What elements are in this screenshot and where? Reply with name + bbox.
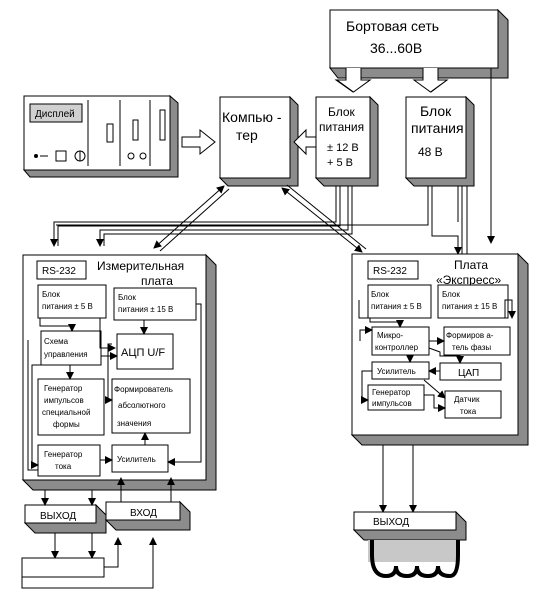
psu12-line3: ± 12 В xyxy=(327,142,359,154)
express-io-connections xyxy=(379,445,417,513)
display-label: Дисплей xyxy=(35,109,75,120)
express-board-title-1: Плата xyxy=(454,258,488,272)
express-amplifier: Усилитель xyxy=(377,367,416,376)
psu-48v-block: Блок питания 48 В xyxy=(404,95,475,187)
express-current-sensor-2: тока xyxy=(460,407,477,416)
psu48-line1: Блок xyxy=(420,103,452,119)
measure-psu15-line2: питания ± 15 В xyxy=(118,305,173,314)
computer-to-express-link xyxy=(281,184,367,253)
express-psu5-line1: Блок xyxy=(371,290,389,299)
measure-psu5-line1: Блок xyxy=(42,290,60,299)
psu48-line2: питания xyxy=(411,120,464,136)
measure-input-label: ВХОД xyxy=(130,508,157,519)
measure-board: Измерительная плата RS-232 Блок питания … xyxy=(21,253,217,491)
measure-board-title-1: Измерительная xyxy=(97,259,184,273)
measure-psu15-line1: Блок xyxy=(118,293,136,302)
express-pulse-gen-1: Генератор xyxy=(372,388,411,397)
measure-pulse-gen-1: Генератор xyxy=(44,384,83,393)
express-coil-load xyxy=(368,540,460,579)
psu12-line4: + 5 В xyxy=(327,157,353,169)
psu48-to-express-lines xyxy=(56,186,468,255)
express-psu15-line1: Блок xyxy=(442,290,460,299)
express-current-sensor-1: Датчик xyxy=(454,395,480,404)
express-rs232: RS-232 xyxy=(373,266,407,277)
psu12-to-computer-arrow xyxy=(293,128,317,156)
monitor-to-computer-arrow xyxy=(181,128,216,156)
measure-rs232: RS-232 xyxy=(42,266,76,277)
computer-to-measure-link xyxy=(153,185,230,252)
measure-current-gen-2: тока xyxy=(55,462,72,471)
express-phase-line2: тель фазы xyxy=(452,343,491,352)
express-board: Плата «Экспресс» RS-232 Блок питания ± 5… xyxy=(350,252,529,446)
express-dac: ЦАП xyxy=(458,368,479,379)
psu12-line2: питания xyxy=(319,120,364,134)
power-network-voltage: 36...60В xyxy=(370,40,422,56)
measure-control-line2: управления xyxy=(44,350,88,359)
power-to-psu-arrow-2 xyxy=(412,68,449,93)
express-board-title-2: «Экспресс» xyxy=(436,273,502,287)
measure-abs-former-3: значения xyxy=(117,419,151,428)
measure-abs-former-2: абсолютного xyxy=(118,401,166,410)
psu12-to-measure-lines xyxy=(50,186,353,247)
measure-output-block: ВЫХОД xyxy=(23,503,107,534)
psu12-line1: Блок xyxy=(328,105,356,119)
express-mcu-line2: контроллер xyxy=(375,343,419,352)
power-network-title: Бортовая сеть xyxy=(346,18,439,34)
computer-block: Компью - тер xyxy=(218,95,299,187)
power-network-block: Бортовая сеть 36...60В xyxy=(328,8,509,79)
measure-pulse-gen-4: формы xyxy=(53,420,80,429)
express-mcu-line1: Микро- xyxy=(377,331,404,340)
measure-psu5-line2: питания ± 5 В xyxy=(42,302,93,311)
express-psu15-line2: питания ± 15 В xyxy=(442,302,497,311)
express-output-block: ВЫХОД xyxy=(352,510,467,541)
measure-amplifier: Усилитель xyxy=(117,455,156,464)
computer-label-1: Компью - xyxy=(222,109,282,125)
measure-input-block: ВХОД xyxy=(104,500,191,531)
psu48-line3: 48 В xyxy=(418,145,443,159)
measure-output-label: ВЫХОД xyxy=(40,511,76,522)
measure-current-gen-1: Генератор xyxy=(44,450,83,459)
measure-pulse-gen-3: специальной xyxy=(42,408,90,417)
express-pulse-gen-2: импульсов xyxy=(372,399,412,408)
monitor-unit: Дисплей xyxy=(22,94,179,178)
computer-label-2: тер xyxy=(236,127,258,143)
measure-load-block xyxy=(21,557,105,578)
measure-pulse-gen-2: импульсов xyxy=(44,396,84,405)
express-psu5-line2: питания ± 5 В xyxy=(371,302,422,311)
express-output-label: ВЫХОД xyxy=(373,517,409,528)
measure-control-line1: Схема xyxy=(44,337,69,346)
power-to-psu-arrow-1 xyxy=(335,68,372,93)
measure-abs-former-1: Формирователь xyxy=(114,385,173,394)
express-phase-line1: Формиров а- xyxy=(446,331,494,340)
psu-12v-block: Блок питания ± 12 В + 5 В xyxy=(314,95,379,187)
measure-board-title-2: плата xyxy=(141,274,173,288)
measure-adc: АЦП U/F xyxy=(121,347,165,359)
